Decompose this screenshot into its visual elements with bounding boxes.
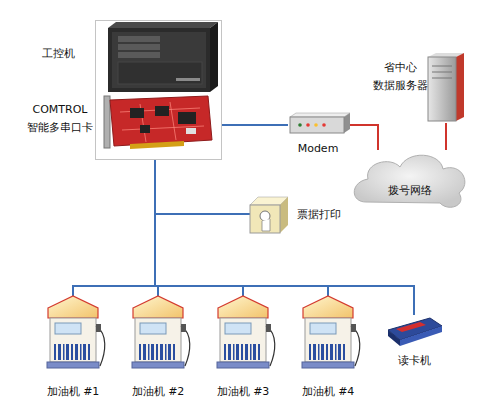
device-node: 加油机 #1 [40,296,106,376]
card-chip [178,112,196,124]
device-node: 省中心 数据服务器 [428,55,464,123]
node-label: 工控机 [30,45,86,63]
modem-light [314,123,318,127]
card-contacts [130,141,184,149]
pc-logo-plate [176,78,200,81]
modem-light [306,123,310,127]
fuel-pump [132,296,190,368]
node-label: 加油机 #4 [295,383,361,401]
card-chip [155,106,169,116]
node-label: 省中心 数据服务器 [371,59,429,95]
modem-side [344,113,350,133]
fuel-pump [302,296,360,368]
connector-wire [445,123,447,150]
pc-side [210,22,218,92]
device-node: 加油机 #4 [295,296,361,376]
connector-wire [155,160,328,296]
pc-drive-bay [118,36,160,42]
network-cloud [354,155,465,207]
pc-case [108,28,210,92]
device-node: 工控机COMTROL 智能多串口卡 [95,20,222,160]
pc-front [112,32,206,88]
card-chip [186,128,196,134]
node-label: 加油机 #1 [40,383,106,401]
card-trace [120,102,204,142]
fuel-pump [47,296,105,368]
server-slot [432,66,452,78]
card-bracket [104,96,110,148]
modem-body [290,117,344,133]
serial-card [110,96,212,146]
device-node: 票据打印 [250,192,290,236]
printer-body [250,205,280,233]
card-chip [140,125,150,133]
modem-light [322,123,326,127]
reader-side [400,326,442,346]
server-side [456,53,464,121]
reader-label [396,322,426,332]
node-label: COMTROL 智能多串口卡 [24,101,96,137]
connector-wire [348,125,378,150]
node-label: 读卡机 [385,352,443,370]
connector-wire [222,124,288,126]
card-chip [130,108,144,118]
node-label: 加油机 #2 [125,383,191,401]
connector-wire [155,160,250,214]
printer-paper [262,219,270,231]
connector-wire [155,160,243,296]
device-node: 加油机 #2 [125,296,191,376]
node-label: 拨号网络 [380,182,440,200]
pc-grill [118,62,202,84]
server-body [428,57,456,121]
pc-top [108,22,218,28]
connector-wire [73,160,155,296]
device-node: 加油机 #3 [210,296,276,376]
reader-front [388,330,400,346]
node-label: 票据打印 [297,206,357,224]
node-label: Modem [288,140,348,158]
fuel-pump [217,296,275,368]
pc-drive-bay [118,52,160,58]
modem-top [290,113,350,117]
printer-side [280,197,288,233]
device-node: Modem [288,115,348,135]
device-node: 读卡机 [385,315,443,347]
device-node: 拨号网络 [352,150,467,208]
modem-light [298,123,302,127]
pc-drive-bay [118,44,160,50]
node-label: 加油机 #3 [210,383,276,401]
